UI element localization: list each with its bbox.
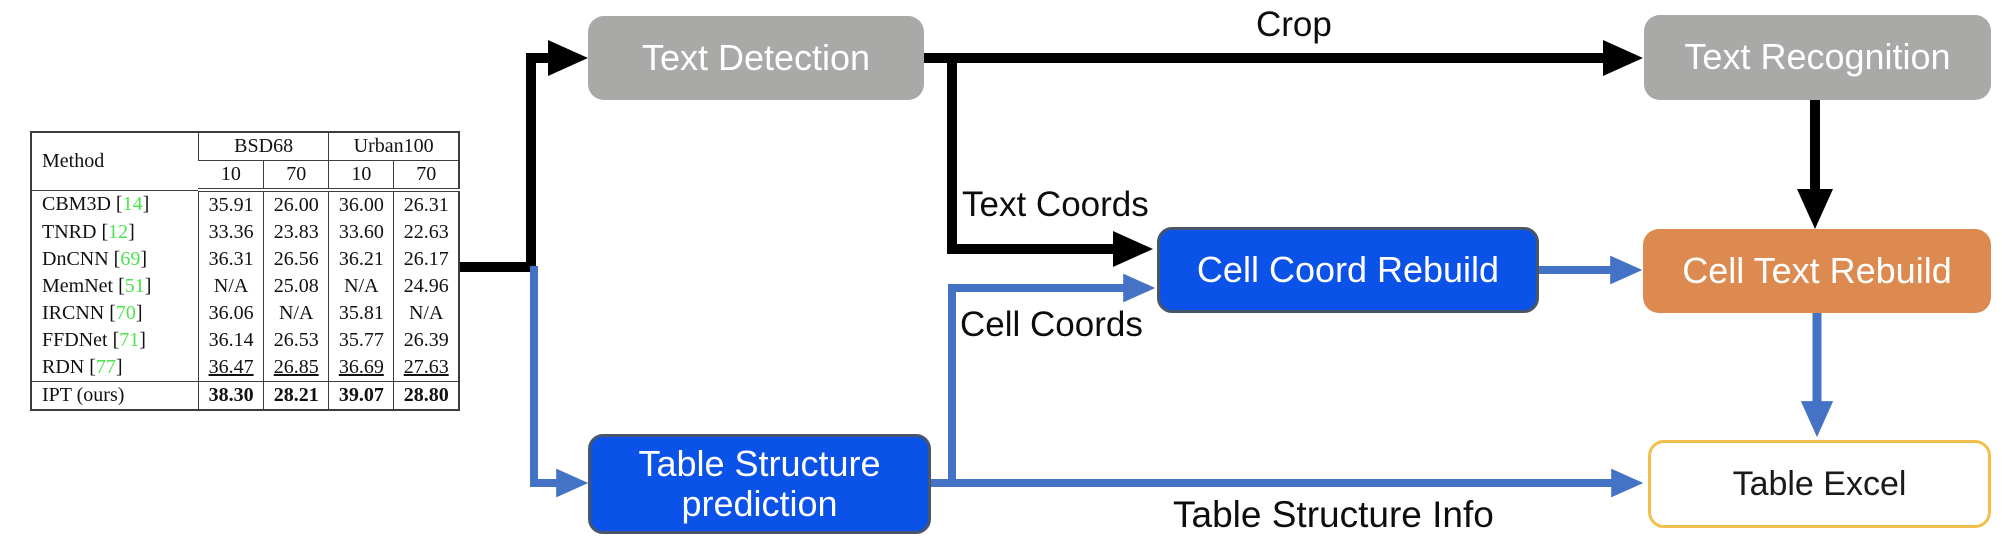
citation-number: 77 bbox=[95, 356, 116, 378]
citation-number: 12 bbox=[108, 221, 129, 243]
subcol-header: 70 bbox=[263, 160, 329, 192]
value-cell: 24.96 bbox=[393, 273, 459, 300]
cell-coords-arrow bbox=[948, 273, 1156, 486]
value-cell: 35.77 bbox=[328, 327, 394, 354]
crop-label: Crop bbox=[1256, 5, 1332, 44]
subcol-header: 70 bbox=[393, 160, 459, 192]
citation-number: 14 bbox=[122, 193, 143, 216]
method-header: Method bbox=[31, 132, 199, 191]
value-cell: 26.56 bbox=[263, 246, 329, 273]
value-cell: 35.91 bbox=[197, 190, 264, 219]
citation-number: 69 bbox=[120, 248, 141, 270]
value-cell: 35.81 bbox=[328, 300, 394, 327]
results-table: Method BSD68 Urban100 10 70 10 70 CBM3D … bbox=[30, 131, 460, 411]
table-excel-node: Table Excel bbox=[1648, 440, 1991, 528]
value-cell: 26.85 bbox=[263, 354, 329, 382]
text-recognition-node: Text Recognition bbox=[1644, 15, 1991, 100]
method-cell: CBM3D [14] bbox=[42, 193, 150, 216]
citation-number: 70 bbox=[115, 302, 136, 324]
value-cell: 26.17 bbox=[393, 246, 459, 273]
value-cell: N/A bbox=[393, 300, 459, 327]
cell-coord-rebuild-node: Cell Coord Rebuild bbox=[1157, 227, 1539, 313]
input-to-text-detection-arrow bbox=[460, 40, 588, 272]
text-coords-label: Text Coords bbox=[962, 185, 1149, 224]
input-to-structure-arrow bbox=[530, 266, 589, 498]
cell-text-rebuild-node: Cell Text Rebuild bbox=[1643, 229, 1991, 313]
subcol-header: 10 bbox=[328, 160, 394, 192]
method-cell: FFDNet [71] bbox=[42, 329, 146, 351]
value-cell: N/A bbox=[263, 300, 329, 327]
citation-number: 51 bbox=[124, 275, 145, 297]
method-cell: IPT (ours) bbox=[31, 381, 199, 410]
value-cell: 33.60 bbox=[328, 219, 394, 246]
value-cell: 38.30 bbox=[197, 381, 264, 410]
value-cell: 27.63 bbox=[393, 354, 459, 382]
value-cell: 26.53 bbox=[263, 327, 329, 354]
value-cell: 39.07 bbox=[328, 381, 394, 410]
value-cell: 28.21 bbox=[263, 381, 329, 410]
text-coords-arrow bbox=[947, 56, 1153, 268]
input-table-image: Method BSD68 Urban100 10 70 10 70 CBM3D … bbox=[30, 131, 460, 411]
method-cell: DnCNN [69] bbox=[42, 248, 148, 270]
method-cell: IRCNN [70] bbox=[42, 302, 143, 324]
value-cell: 33.36 bbox=[197, 219, 264, 246]
method-cell: RDN [77] bbox=[42, 356, 123, 378]
value-cell: N/A bbox=[197, 273, 264, 300]
value-cell: 36.31 bbox=[197, 246, 264, 273]
table-structure-info-label: Table Structure Info bbox=[1173, 494, 1494, 535]
value-cell: 23.83 bbox=[263, 219, 329, 246]
results-table-header: Method BSD68 Urban100 10 70 10 70 bbox=[31, 132, 459, 192]
value-cell: 26.39 bbox=[393, 327, 459, 354]
value-cell: 36.14 bbox=[197, 327, 264, 354]
text-detection-node: Text Detection bbox=[588, 16, 924, 100]
group-header-bsd68: BSD68 bbox=[197, 132, 329, 161]
value-cell: 36.69 bbox=[328, 354, 394, 382]
value-cell: 36.21 bbox=[328, 246, 394, 273]
value-cell: 36.47 bbox=[197, 354, 264, 382]
group-header-urban100: Urban100 bbox=[328, 132, 459, 161]
table-structure-prediction-node: Table Structure prediction bbox=[588, 434, 931, 534]
value-cell: 36.00 bbox=[328, 190, 394, 219]
value-cell: 22.63 bbox=[393, 219, 459, 246]
value-cell: 26.00 bbox=[263, 190, 329, 219]
method-cell: MemNet [51] bbox=[42, 275, 152, 297]
value-cell: 26.31 bbox=[393, 190, 459, 219]
citation-number: 71 bbox=[119, 329, 140, 351]
subcol-header: 10 bbox=[198, 160, 264, 192]
value-cell: 25.08 bbox=[263, 273, 329, 300]
value-cell: 28.80 bbox=[393, 381, 459, 410]
value-cell: 36.06 bbox=[197, 300, 264, 327]
value-cell: N/A bbox=[328, 273, 394, 300]
cell-coords-label: Cell Coords bbox=[960, 305, 1143, 344]
method-cell: TNRD [12] bbox=[42, 221, 135, 243]
